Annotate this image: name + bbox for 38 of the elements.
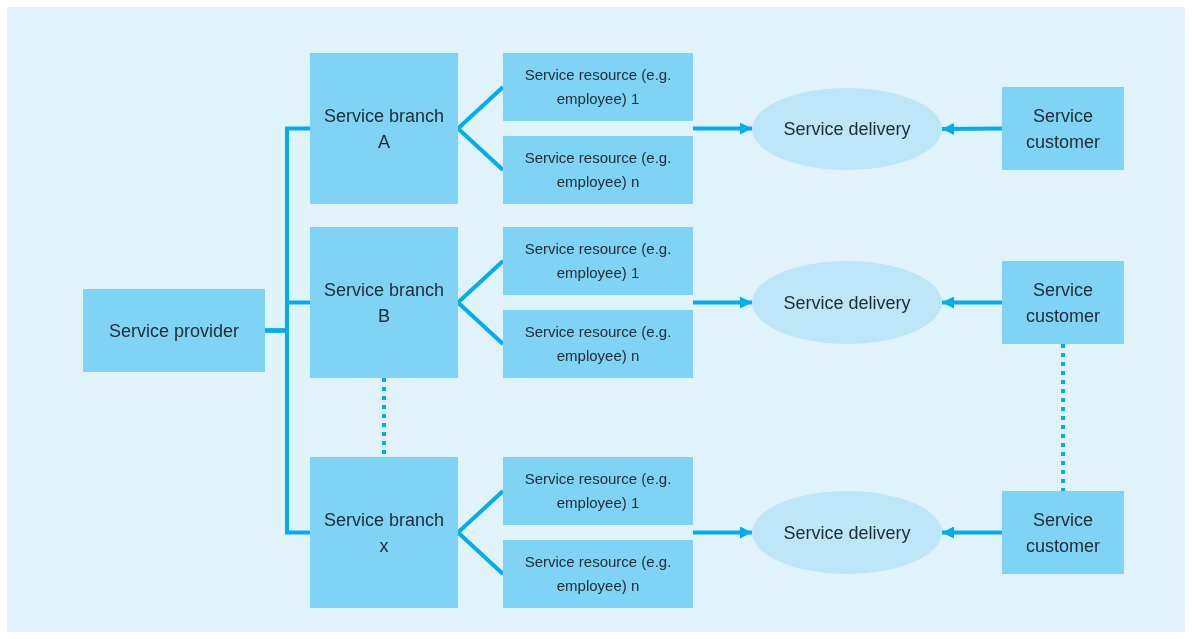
node-label: Service resource (e.g. employee) n xyxy=(523,552,673,596)
arrow xyxy=(693,122,752,135)
process-box xyxy=(83,289,265,372)
resource-box xyxy=(503,227,693,295)
arrow xyxy=(942,296,1002,309)
dotted-connector xyxy=(1061,344,1065,491)
node-label: Service delivery xyxy=(783,291,911,315)
dotted-connector xyxy=(382,378,386,457)
node-label: Service customer xyxy=(1025,508,1101,558)
arrow xyxy=(693,296,752,309)
arrow xyxy=(942,122,1002,135)
node-label: Service delivery xyxy=(783,118,911,141)
node-label: Service resource (e.g. employee) n xyxy=(523,322,673,366)
node-label: Service resource (e.g. employee) 1 xyxy=(523,239,673,283)
resource-box xyxy=(503,457,693,525)
node-label: Service branch A xyxy=(322,104,446,154)
node-label: Service resource (e.g. employee) 1 xyxy=(523,65,673,109)
node-label: Service resource (e.g. employee) n xyxy=(523,148,673,192)
node-label: Service customer xyxy=(1025,104,1101,154)
process-box xyxy=(1002,491,1124,574)
process-box xyxy=(1002,261,1124,344)
resource-box xyxy=(503,136,693,204)
node-label: Service branch x xyxy=(322,508,446,558)
resource-box xyxy=(503,310,693,378)
process-box xyxy=(1002,87,1124,170)
resource-box xyxy=(503,540,693,608)
process-box xyxy=(310,457,458,608)
node-label: Service branch B xyxy=(322,278,446,328)
process-box xyxy=(310,227,458,378)
connector-line xyxy=(265,328,310,535)
process-box xyxy=(310,53,458,204)
node-label: Service provider xyxy=(108,319,240,343)
resource-box xyxy=(503,53,693,121)
node-label: Service delivery xyxy=(783,521,911,545)
node-label: Service customer xyxy=(1025,278,1101,328)
node-label: Service resource (e.g. employee) 1 xyxy=(523,469,673,513)
arrow xyxy=(693,526,752,539)
arrow xyxy=(942,526,1002,539)
